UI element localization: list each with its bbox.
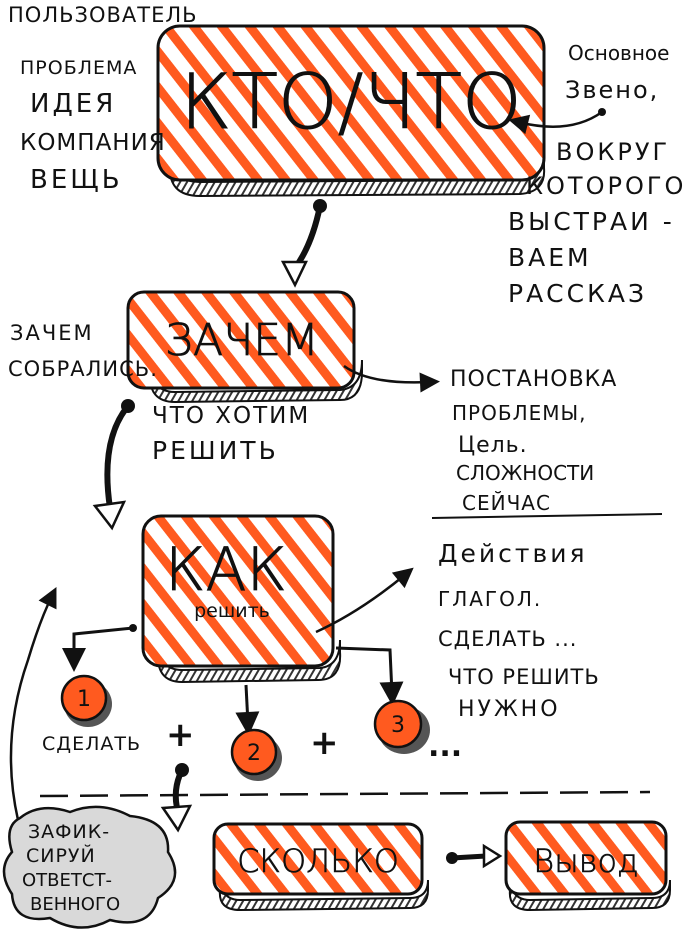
why-box-shadow <box>148 359 363 404</box>
how-box: КАК решить <box>141 514 342 684</box>
count-label: СКОЛЬКО <box>237 842 399 880</box>
plus-sign: + <box>166 715 195 755</box>
list-item: ПОЛЬЗОВАТЕЛЬ <box>8 3 198 27</box>
why-right-note: ПОСТАНОВКА ПРОБЛЕМЫ, Цель. СЛОЖНОСТИ СЕЙ… <box>450 367 617 515</box>
note-line: Звено, <box>565 76 659 104</box>
step-3-circle <box>373 699 423 749</box>
arrow-who-to-why <box>280 199 327 288</box>
why-label: ЗАЧЕМ <box>165 315 319 366</box>
note-line: ЧТО ХОТИМ <box>152 403 310 429</box>
cloud-line: ВЕННОГО <box>30 894 120 915</box>
how-box-shadow <box>156 639 342 684</box>
how-to-note-arrow <box>315 567 414 634</box>
note-line: СЛОЖНОСТИ <box>456 461 594 485</box>
who-what-box-body <box>156 24 546 182</box>
note-line: РЕШИТЬ <box>152 436 279 465</box>
why-box: ЗАЧЕМ <box>126 290 363 404</box>
result-box: Вывод <box>504 820 671 912</box>
how-box-body <box>141 514 335 668</box>
count-box-body <box>212 822 424 896</box>
note-line: ПРОБЛЕМЫ, <box>452 401 587 425</box>
cloud-shape <box>2 805 177 929</box>
who-what-examples: ПОЛЬЗОВАТЕЛЬ ПРОБЛЕМА ИДЕЯ КОМПАНИЯ ВЕЩЬ <box>8 3 198 195</box>
step-2: 2 <box>230 728 282 781</box>
note-line: ЗАЧЕМ <box>10 321 94 345</box>
note-line: ЧТО РЕШИТЬ <box>448 665 600 689</box>
step-2-circle <box>230 728 278 776</box>
step-3: 3 <box>373 699 430 754</box>
count-box-shadow <box>218 879 429 912</box>
who-what-label: КТО/ЧТО <box>180 57 521 146</box>
plus-sign: + <box>310 723 339 763</box>
note-line: СДЕЛАТЬ ... <box>438 627 577 651</box>
arrow-why-to-how <box>92 399 135 531</box>
note-line: КОТОРОГО <box>526 172 686 200</box>
note-line: Основное <box>568 41 669 65</box>
note-line: НУЖНО <box>458 697 561 722</box>
dashed-separator <box>39 790 651 798</box>
step-2-number: 2 <box>247 741 261 766</box>
how-sublabel: решить <box>194 600 270 622</box>
arrow-count-to-result <box>446 843 503 869</box>
who-what-note: Основное Звено, ВОКРУГ КОТОРОГО ВЫСТРАИ … <box>508 41 686 308</box>
cloud-line: ЗАФИК- <box>28 821 110 843</box>
step-1-circle <box>60 674 108 722</box>
result-label: Вывод <box>533 842 638 880</box>
list-item: ПРОБЛЕМА <box>20 57 137 79</box>
note-line: ВАЕМ <box>508 243 592 272</box>
note-line: ГЛАГОЛ. <box>438 587 542 611</box>
list-item: ВЕЩЬ <box>30 165 123 195</box>
step-3-number: 3 <box>391 713 405 738</box>
count-box: СКОЛЬКО <box>212 822 429 912</box>
note-line: РАССКАЗ <box>508 279 647 308</box>
result-box-body <box>504 820 668 896</box>
note-line: Цель. <box>458 433 528 458</box>
why-below-note: ЧТО ХОТИМ РЕШИТЬ <box>152 403 310 465</box>
step-1: 1 <box>60 674 112 727</box>
why-to-note-arrow <box>343 364 440 393</box>
note-pointer-arrow <box>508 110 603 135</box>
note-pointer-dot <box>598 108 606 116</box>
result-box-shadow <box>508 879 671 912</box>
how-branches <box>62 624 404 736</box>
list-item: КОМПАНИЯ <box>20 130 166 156</box>
who-what-box: КТО/ЧТО <box>156 24 546 198</box>
step-1-number: 1 <box>77 687 91 712</box>
how-right-note: Действия ГЛАГОЛ. СДЕЛАТЬ ... ЧТО РЕШИТЬ … <box>438 539 600 722</box>
note-line: СЕЙЧАС <box>462 491 551 515</box>
arrow-how-to-count <box>160 763 193 833</box>
list-item: ИДЕЯ <box>30 89 116 119</box>
why-box-body <box>126 290 356 390</box>
assign-owner-cloud: ЗАФИК- СИРУЙ ОТВЕТСТ- ВЕННОГО <box>2 805 177 929</box>
note-line: Действия <box>438 539 588 568</box>
ellipsis: ... <box>428 729 462 764</box>
loop-back-arrow <box>9 587 57 821</box>
step-1-caption: СДЕЛАТЬ <box>42 733 141 755</box>
cloud-line: СИРУЙ <box>26 844 96 867</box>
how-label: КАК <box>165 535 287 605</box>
note-line: ВОКРУГ <box>556 138 670 166</box>
note-line: ПОСТАНОВКА <box>450 367 617 392</box>
why-left-note: ЗАЧЕМ СОБРАЛИСЬ. <box>8 321 158 381</box>
divider-line <box>431 513 663 519</box>
note-line: СОБРАЛИСЬ. <box>8 357 158 381</box>
note-line: ВЫСТРАИ - <box>508 207 675 236</box>
cloud-line: ОТВЕТСТ- <box>22 870 112 891</box>
